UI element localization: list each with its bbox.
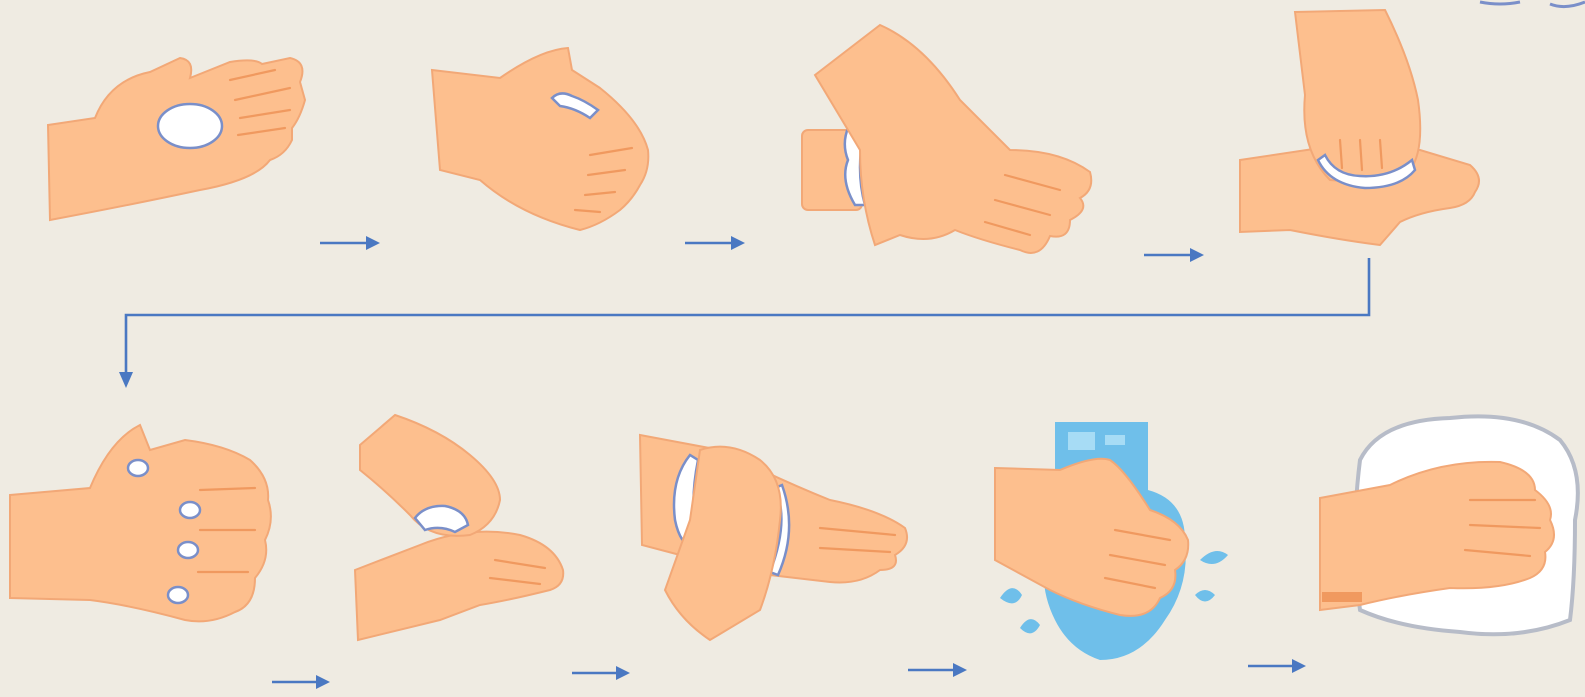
flow-arrow (908, 663, 967, 677)
palm-nails-scrub-icon (1240, 10, 1479, 245)
flow-arrow (320, 236, 380, 250)
flow-arrow (1144, 248, 1204, 262)
row-connector-arrow (119, 258, 1369, 388)
rinse-water-icon (995, 422, 1228, 660)
between-fingers-icon (10, 425, 271, 621)
thumb-rotate-icon (355, 415, 563, 640)
interlace-fingers-icon (802, 25, 1091, 253)
back-of-hand-scrub-icon (432, 48, 648, 230)
palm-soap-icon (48, 58, 305, 220)
flow-arrow (1248, 659, 1306, 673)
cropped-decoration (1480, 2, 1585, 7)
flow-arrow (685, 236, 745, 250)
flow-arrow (572, 666, 630, 680)
flow-arrow (272, 675, 330, 689)
wrist-scrub-icon (640, 435, 907, 640)
towel-dry-icon (1320, 416, 1578, 634)
